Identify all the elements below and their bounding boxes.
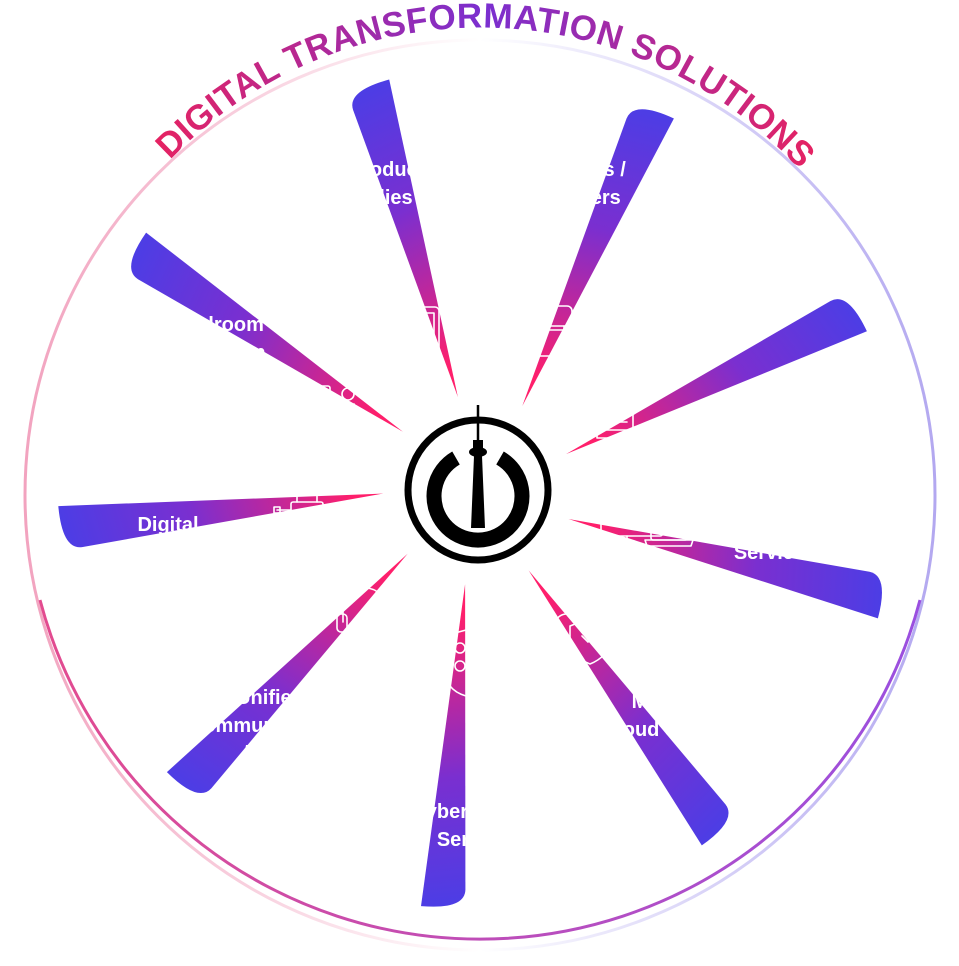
headset-icon: [336, 587, 394, 654]
segment-label-line: Services: [437, 829, 519, 851]
presentation-icon: $: [277, 385, 357, 439]
segment-label: Copiers / Printers: [540, 159, 626, 209]
segment-shape: [58, 493, 384, 548]
segment-0: Office Products & Supplies: [287, 79, 458, 398]
segments-layer: Office Products & Supplies Copiers / Printe…: [58, 79, 882, 907]
outer-ring-lower: [38, 599, 922, 941]
segment-label-line: / VoIP: [243, 743, 297, 765]
segment-shape: [528, 570, 729, 846]
segment-label-line: Boardroom: [156, 314, 264, 336]
segment-label-line: Cybersecurity: [411, 801, 545, 823]
segment-3: Managed IT Services: [568, 495, 882, 619]
segment-label-line: Print: [684, 314, 730, 336]
segment-shape: [522, 109, 674, 406]
segment-label-line: Automation: [154, 342, 265, 364]
segment-1: Copiers / Printers: [509, 109, 674, 406]
segment-label: Managed IT Services: [720, 514, 830, 564]
segment-label-line: Managed IT: [720, 514, 830, 536]
segment-label-line: Printers: [545, 187, 621, 209]
wheel-title: DIGITAL TRANSFORMATION SOLUTIONS: [148, 0, 822, 175]
chip-icon: [273, 484, 341, 552]
segment-label-line: Management: [608, 342, 731, 364]
segment-label-line: Communications: [189, 715, 351, 737]
svg-text:$: $: [300, 398, 309, 415]
segment-label-line: Digital: [137, 514, 198, 536]
outer-ring: [23, 38, 937, 952]
segment-label-line: Managed: [632, 691, 719, 713]
document-icon: [596, 381, 634, 439]
segment-shape: [352, 79, 458, 398]
logo-power-arc: [426, 451, 530, 548]
segment-label-line: Cloud Services: [603, 719, 748, 741]
center-logo: [404, 405, 552, 564]
segment-label: Office Products & Supplies: [287, 159, 436, 209]
segment-label-line: Translation: [115, 542, 222, 564]
segment-label-line: Office Products: [287, 159, 436, 181]
segment-shape: [166, 553, 408, 794]
cn-tower-icon: [469, 405, 487, 528]
segment-shape: [566, 299, 867, 455]
cloud-shield-icon: [553, 596, 628, 665]
printer-icon: [509, 305, 573, 357]
shield-server-icon: [443, 629, 513, 697]
segment-label-line: & Supplies: [309, 187, 412, 209]
tablet-phone-icon: [392, 306, 440, 358]
monitor-laptop-icon: [600, 495, 694, 547]
segment-label-line: Services: [734, 542, 816, 564]
segment-shape: [131, 232, 403, 432]
segment-shape: [421, 584, 466, 907]
segment-label-line: Copiers /: [540, 159, 626, 181]
segment-label-line: Unified: [236, 687, 304, 709]
